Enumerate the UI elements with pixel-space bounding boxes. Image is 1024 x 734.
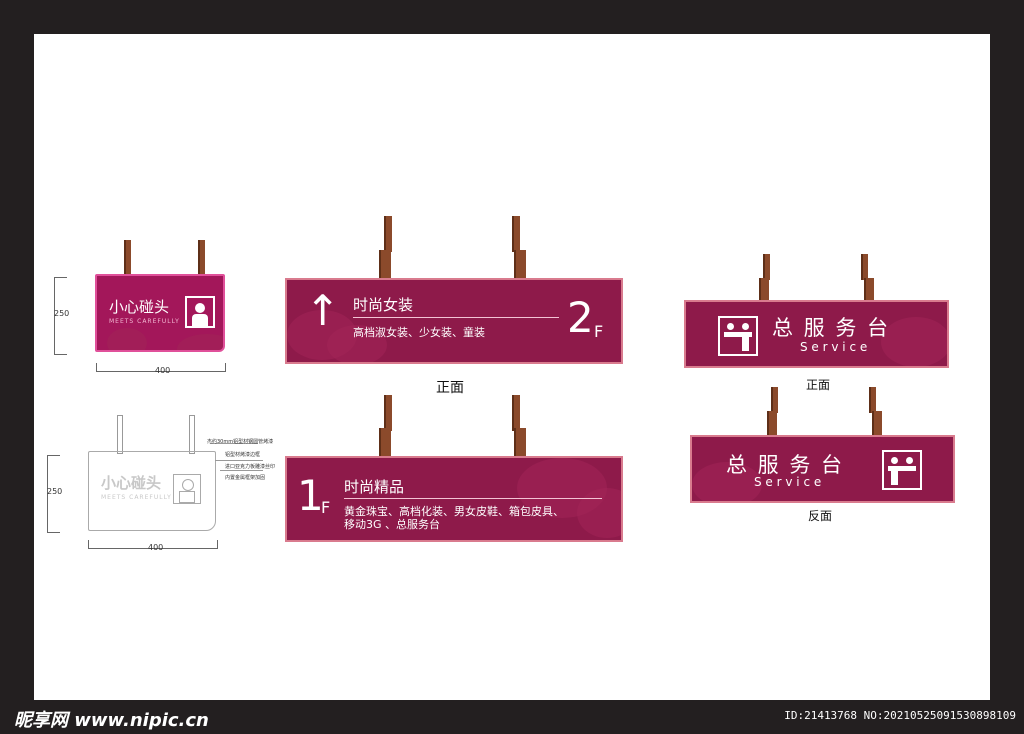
image-id: ID:21413768 NO:20210525091530898109 [784,709,1016,722]
floor2-title: 时尚女装 [353,296,414,314]
outline-height-label: 250 [47,487,63,496]
floor2-items: 高档淑女装、少女装、童装 [353,326,485,339]
post-base [514,428,526,458]
service-front-sign: 总 服 务 台 S e r v i c e [684,300,949,368]
service-front-caption: 正面 [806,378,831,392]
service-back-sign: 总 服 务 台 S e r v i c e [690,435,955,503]
service-front-title: 总 服 务 台 [772,316,891,340]
service-back-title: 总 服 务 台 [726,453,845,477]
post-base [872,411,882,435]
width-label: 400 [155,366,171,375]
post-base [379,428,391,458]
post-upper [763,254,770,280]
floor1-items-line2: 移动3G 、总服务台 [344,518,441,531]
service-desk-icon [718,316,758,356]
note-4: 内置金属框架加固 [225,475,266,481]
floor-unit: F [321,498,331,517]
floor-number: 1 [297,471,324,520]
outline-sign: 小心碰头 MEETS CAREFULLY [88,451,216,531]
leader-line [210,443,258,444]
site-logo[interactable]: 昵享网 www.nipic.cn [14,710,209,731]
floor-number: 2 [567,293,594,342]
post-upper [512,216,520,252]
note-1: 杰约30mm铝型材钢圆管烤漆 [207,439,274,445]
post-upper [512,395,520,431]
floor1-sign: 1 F 时尚精品 黄金珠宝、高档化装、男女皮鞋、箱包皮具、 移动3G 、总服务台 [285,456,623,542]
leader-line [220,470,263,471]
post-base [514,250,526,280]
outline-sign-title: 小心碰头 [101,474,162,492]
post-right [198,240,205,275]
cloud-ornament [692,462,762,501]
service-back-caption: 反面 [808,509,833,523]
post-upper [384,216,392,252]
divider [353,317,559,318]
head-caution-icon [185,296,215,328]
width-dimension [96,363,226,372]
cloud-ornament [177,334,223,350]
service-back-subtitle: S e r v i c e [754,475,822,489]
floor1-items-line1: 黄金珠宝、高档化装、男女皮鞋、箱包皮具、 [344,505,564,518]
post-base [759,278,769,302]
cloud-ornament [327,325,387,362]
note-2: 铝型材烤漆边框 [225,452,261,458]
outline-height-dimension [47,455,60,533]
leader-line [215,460,263,461]
post-upper [869,387,876,413]
post-base [864,278,874,302]
height-label: 250 [54,309,70,318]
cloud-ornament [577,488,621,538]
post-upper [771,387,778,413]
floor1-title: 时尚精品 [344,478,405,496]
outline-width-dimension [88,540,218,549]
note-3: 进口亚克力板雕漆丝印 [225,464,276,470]
service-desk-icon [882,450,922,490]
post-base [379,250,391,280]
floor2-sign: ↑ 时尚女装 高档淑女装、少女装、童装 2 F [285,278,623,364]
height-dimension [54,277,67,355]
post-upper [861,254,868,280]
small-sign-title: 小心碰头 [109,298,170,316]
outline-post-right [189,415,195,454]
up-arrow-icon: ↑ [305,286,341,335]
post-left [124,240,131,275]
small-sign: 小心碰头 MEETS CAREFULLY [95,274,225,352]
outline-post-left [117,415,123,454]
post-upper [384,395,392,431]
post-base [767,411,777,435]
small-sign-subtitle: MEETS CAREFULLY [109,318,180,325]
outline-width-label: 400 [148,543,164,552]
service-front-subtitle: S e r v i c e [800,340,868,354]
cloud-ornament [881,317,947,366]
footer-bar: 昵享网 www.nipic.cn ID:21413768 NO:20210525… [0,700,1024,734]
front-caption: 正面 [436,380,464,396]
floor-unit: F [594,322,604,341]
outline-sign-subtitle: MEETS CAREFULLY [101,494,172,501]
cloud-ornament [107,328,147,350]
outline-head-caution-icon [173,474,201,504]
divider [344,498,602,499]
